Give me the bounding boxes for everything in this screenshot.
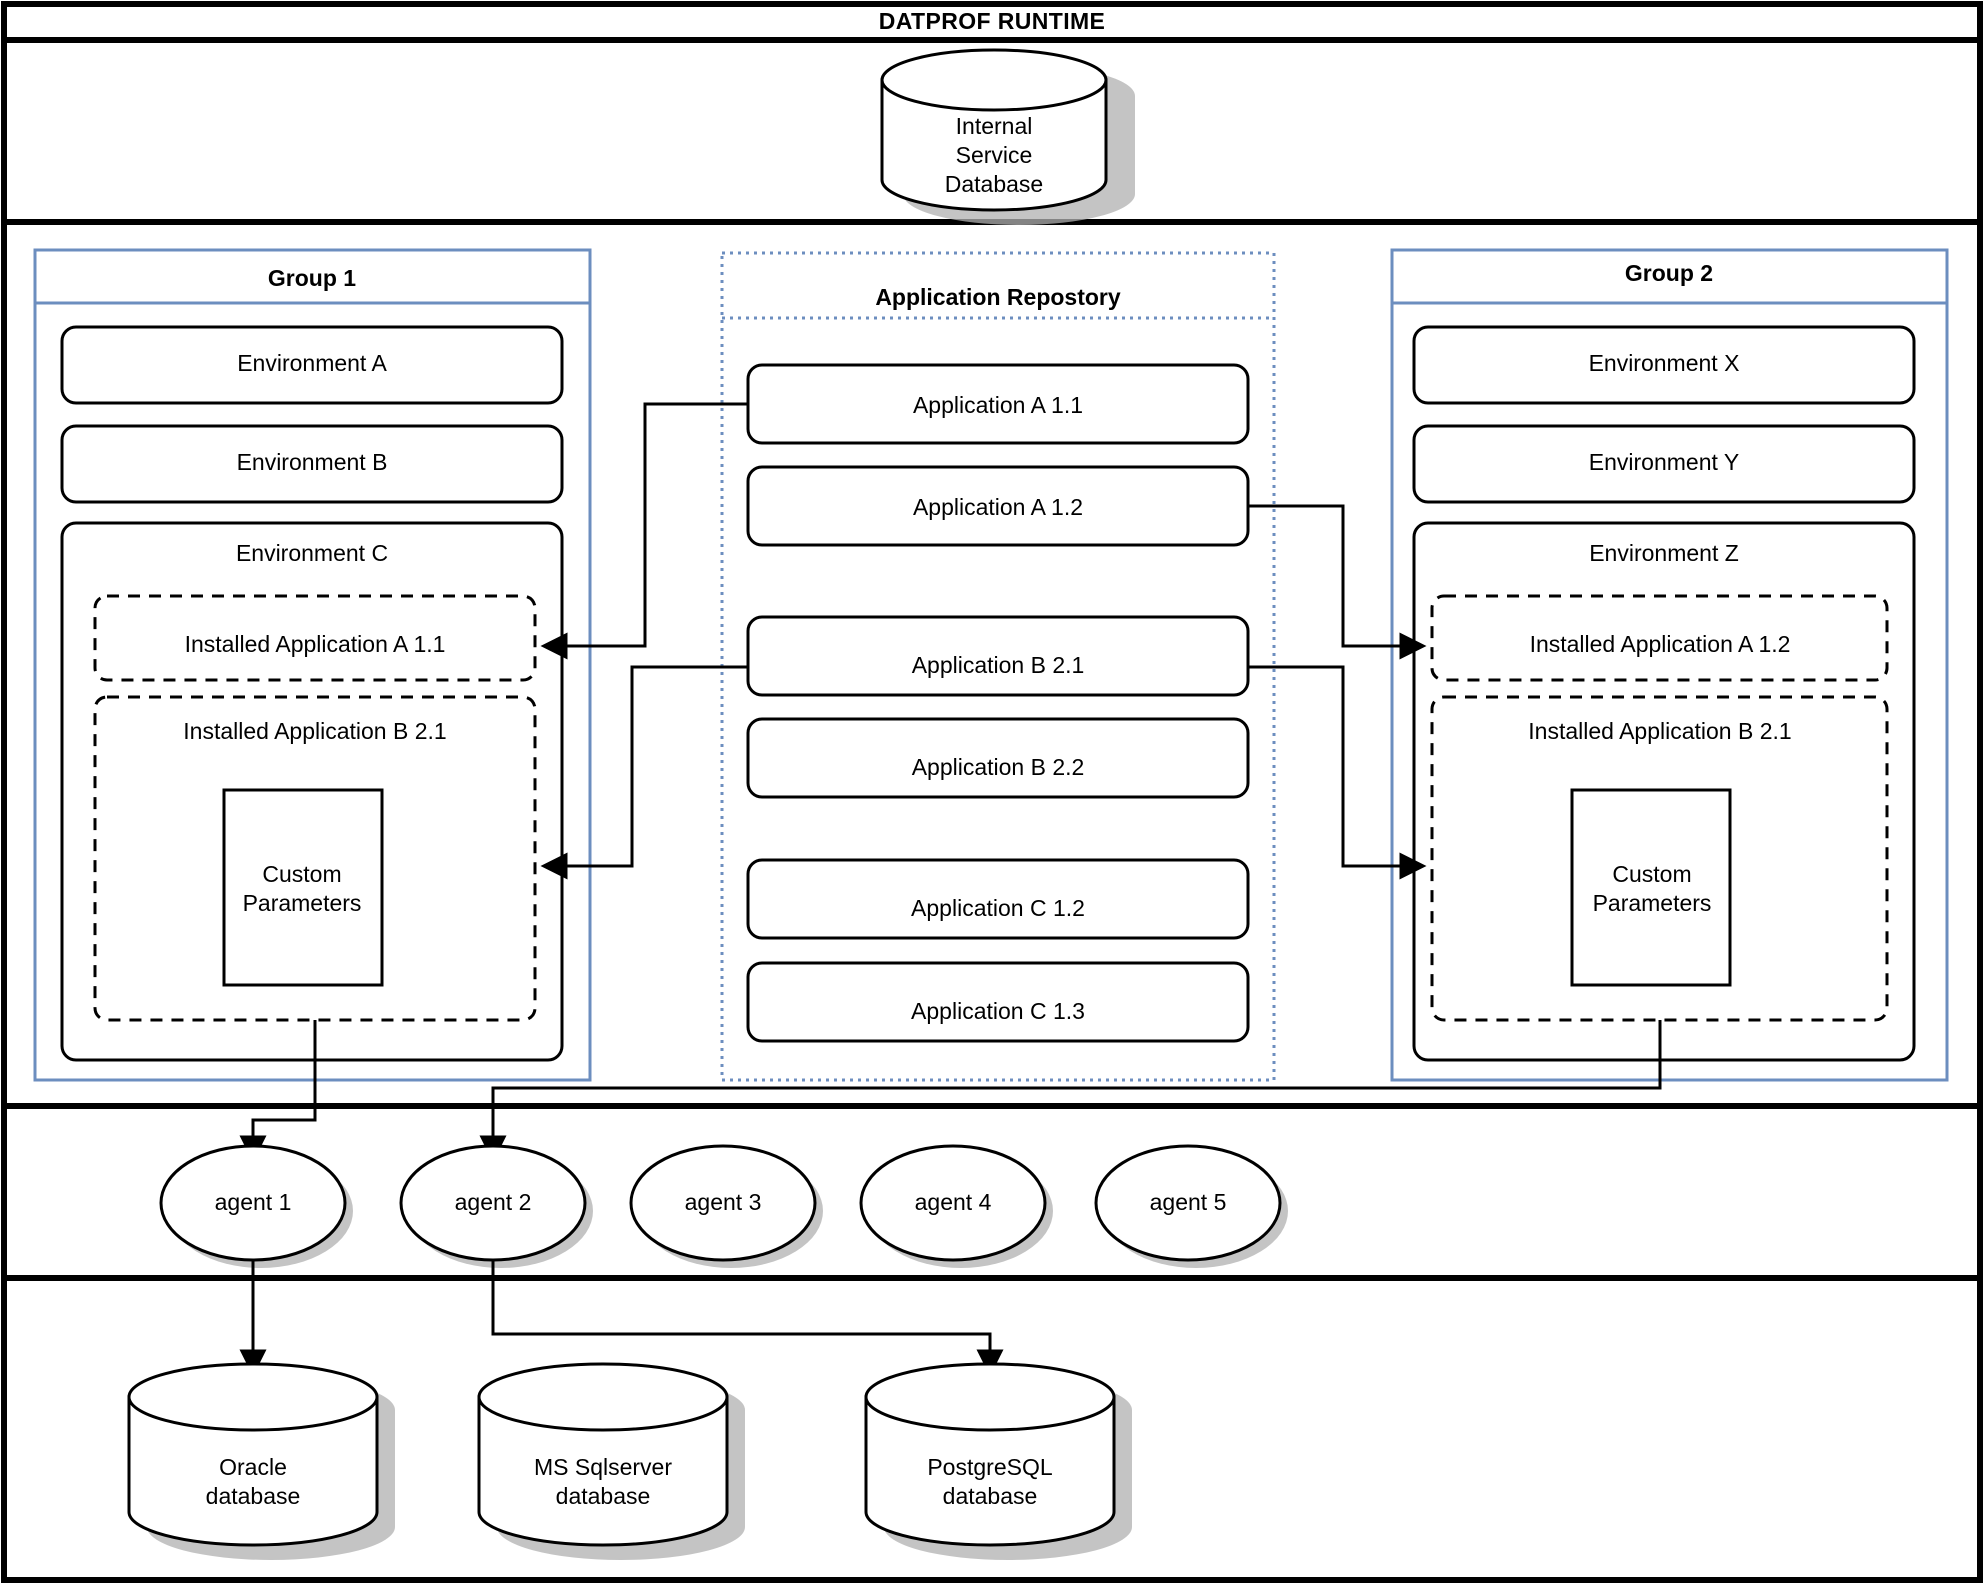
oracle-database-line-2: database — [206, 1483, 301, 1509]
connector-app-a11-to-installed-a11 — [540, 402, 748, 660]
agent-4[interactable]: agent 4 — [859, 1144, 1053, 1268]
application-a-1-2-label: Application A 1.2 — [913, 494, 1083, 520]
agent-5-label: agent 5 — [1150, 1189, 1227, 1215]
installed-application-a-1-1-label: Installed Application A 1.1 — [185, 631, 446, 657]
group-2-container[interactable]: Group 2 Environment X Environment Y Envi… — [1390, 248, 1949, 1082]
environment-b[interactable]: Environment B — [60, 424, 564, 504]
agent-4-label: agent 4 — [915, 1189, 992, 1215]
application-a-1-1[interactable]: Application A 1.1 — [746, 363, 1250, 445]
application-b-2-2[interactable]: Application B 2.2 — [746, 717, 1250, 799]
agent-3-label: agent 3 — [685, 1189, 762, 1215]
installed-application-a-1-2-label: Installed Application A 1.2 — [1530, 631, 1791, 657]
installed-application-a-1-2[interactable]: Installed Application A 1.2 — [1430, 594, 1889, 682]
postgresql-database-line-2: database — [943, 1483, 1038, 1509]
application-repository-title: Application Repostory — [875, 284, 1121, 310]
custom-parameters-note-group2: Custom Parameters — [1570, 788, 1732, 987]
connector-app-a12-to-installed-a12 — [1248, 504, 1427, 660]
internal-db-line-1: Internal — [956, 113, 1033, 139]
application-b-2-2-label: Application B 2.2 — [912, 754, 1085, 780]
environment-a[interactable]: Environment A — [60, 325, 564, 405]
ms-sqlserver-database[interactable]: MS Sqlserver database — [477, 1362, 745, 1560]
environment-a-label: Environment A — [237, 350, 387, 376]
agent-2[interactable]: agent 2 — [399, 1144, 593, 1268]
environment-y-label: Environment Y — [1589, 449, 1739, 475]
connector-app-b21-to-installed-b21-group2 — [1248, 665, 1427, 880]
custom-parameters-line-1: Custom — [262, 861, 341, 887]
page-title: DATPROF RUNTIME — [879, 8, 1106, 34]
ms-sqlserver-database-line-2: database — [556, 1483, 651, 1509]
connector-group1-to-agent-1 — [239, 1020, 317, 1163]
oracle-database[interactable]: Oracle database — [127, 1362, 395, 1560]
application-c-1-3-label: Application C 1.3 — [911, 998, 1085, 1024]
environment-z[interactable]: Environment Z Installed Application A 1.… — [1412, 521, 1916, 1062]
installed-application-b-2-1-group2-label: Installed Application B 2.1 — [1528, 718, 1791, 744]
installed-application-b-2-1[interactable]: Installed Application B 2.1 Custom Param… — [93, 695, 537, 1022]
ms-sqlserver-database-line-1: MS Sqlserver — [534, 1454, 672, 1480]
custom-parameters-note-group1: Custom Parameters — [222, 788, 384, 987]
internal-db-line-3: Database — [945, 171, 1043, 197]
connector-app-b21-to-installed-b21-group1 — [540, 665, 748, 880]
connector-group2-to-agent-2 — [479, 1020, 1662, 1163]
agent-2-label: agent 2 — [455, 1189, 532, 1215]
application-b-2-1-label: Application B 2.1 — [912, 652, 1085, 678]
connector-agent-2-to-postgresql-database — [491, 1260, 1004, 1377]
postgresql-database-line-1: PostgreSQL — [927, 1454, 1052, 1480]
oracle-database-line-1: Oracle — [219, 1454, 287, 1480]
databases-row: Oracle database MS Sqlserver database Po… — [127, 1362, 1132, 1560]
environment-b-label: Environment B — [237, 449, 388, 475]
environment-x[interactable]: Environment X — [1412, 325, 1916, 405]
application-c-1-3[interactable]: Application C 1.3 — [746, 961, 1250, 1043]
environment-c[interactable]: Environment C Installed Application A 1.… — [60, 521, 564, 1062]
environment-x-label: Environment X — [1589, 350, 1740, 376]
installed-application-b-2-1-group2[interactable]: Installed Application B 2.1 Custom Param… — [1430, 695, 1889, 1022]
custom-parameters-group2-line-2: Parameters — [1593, 890, 1712, 916]
installed-application-b-2-1-label: Installed Application B 2.1 — [183, 718, 446, 744]
installed-application-a-1-1[interactable]: Installed Application A 1.1 — [93, 594, 537, 682]
agent-5[interactable]: agent 5 — [1094, 1144, 1288, 1268]
agent-3[interactable]: agent 3 — [629, 1144, 823, 1268]
application-c-1-2-label: Application C 1.2 — [911, 895, 1085, 921]
agent-1-label: agent 1 — [215, 1189, 292, 1215]
environment-y[interactable]: Environment Y — [1412, 424, 1916, 504]
group-2-title: Group 2 — [1625, 260, 1713, 286]
application-c-1-2[interactable]: Application C 1.2 — [746, 858, 1250, 940]
application-b-2-1[interactable]: Application B 2.1 — [746, 615, 1250, 697]
application-a-1-1-label: Application A 1.1 — [913, 392, 1083, 418]
custom-parameters-group2-line-1: Custom — [1612, 861, 1691, 887]
group-1-title: Group 1 — [268, 265, 356, 291]
group-1-container[interactable]: Group 1 Environment A Environment B Envi… — [33, 248, 592, 1082]
postgresql-database[interactable]: PostgreSQL database — [864, 1362, 1132, 1560]
agent-1[interactable]: agent 1 — [159, 1144, 353, 1268]
internal-service-database: Internal Service Database — [880, 48, 1135, 225]
custom-parameters-line-2: Parameters — [243, 890, 362, 916]
application-repository-container[interactable]: Application Repostory Application A 1.1 … — [720, 251, 1276, 1082]
environment-c-label: Environment C — [236, 540, 388, 566]
environment-z-label: Environment Z — [1589, 540, 1739, 566]
agents-row: agent 1 agent 2 agent 3 agent 4 agent 5 — [159, 1144, 1288, 1268]
application-a-1-2[interactable]: Application A 1.2 — [746, 465, 1250, 547]
internal-db-line-2: Service — [956, 142, 1033, 168]
